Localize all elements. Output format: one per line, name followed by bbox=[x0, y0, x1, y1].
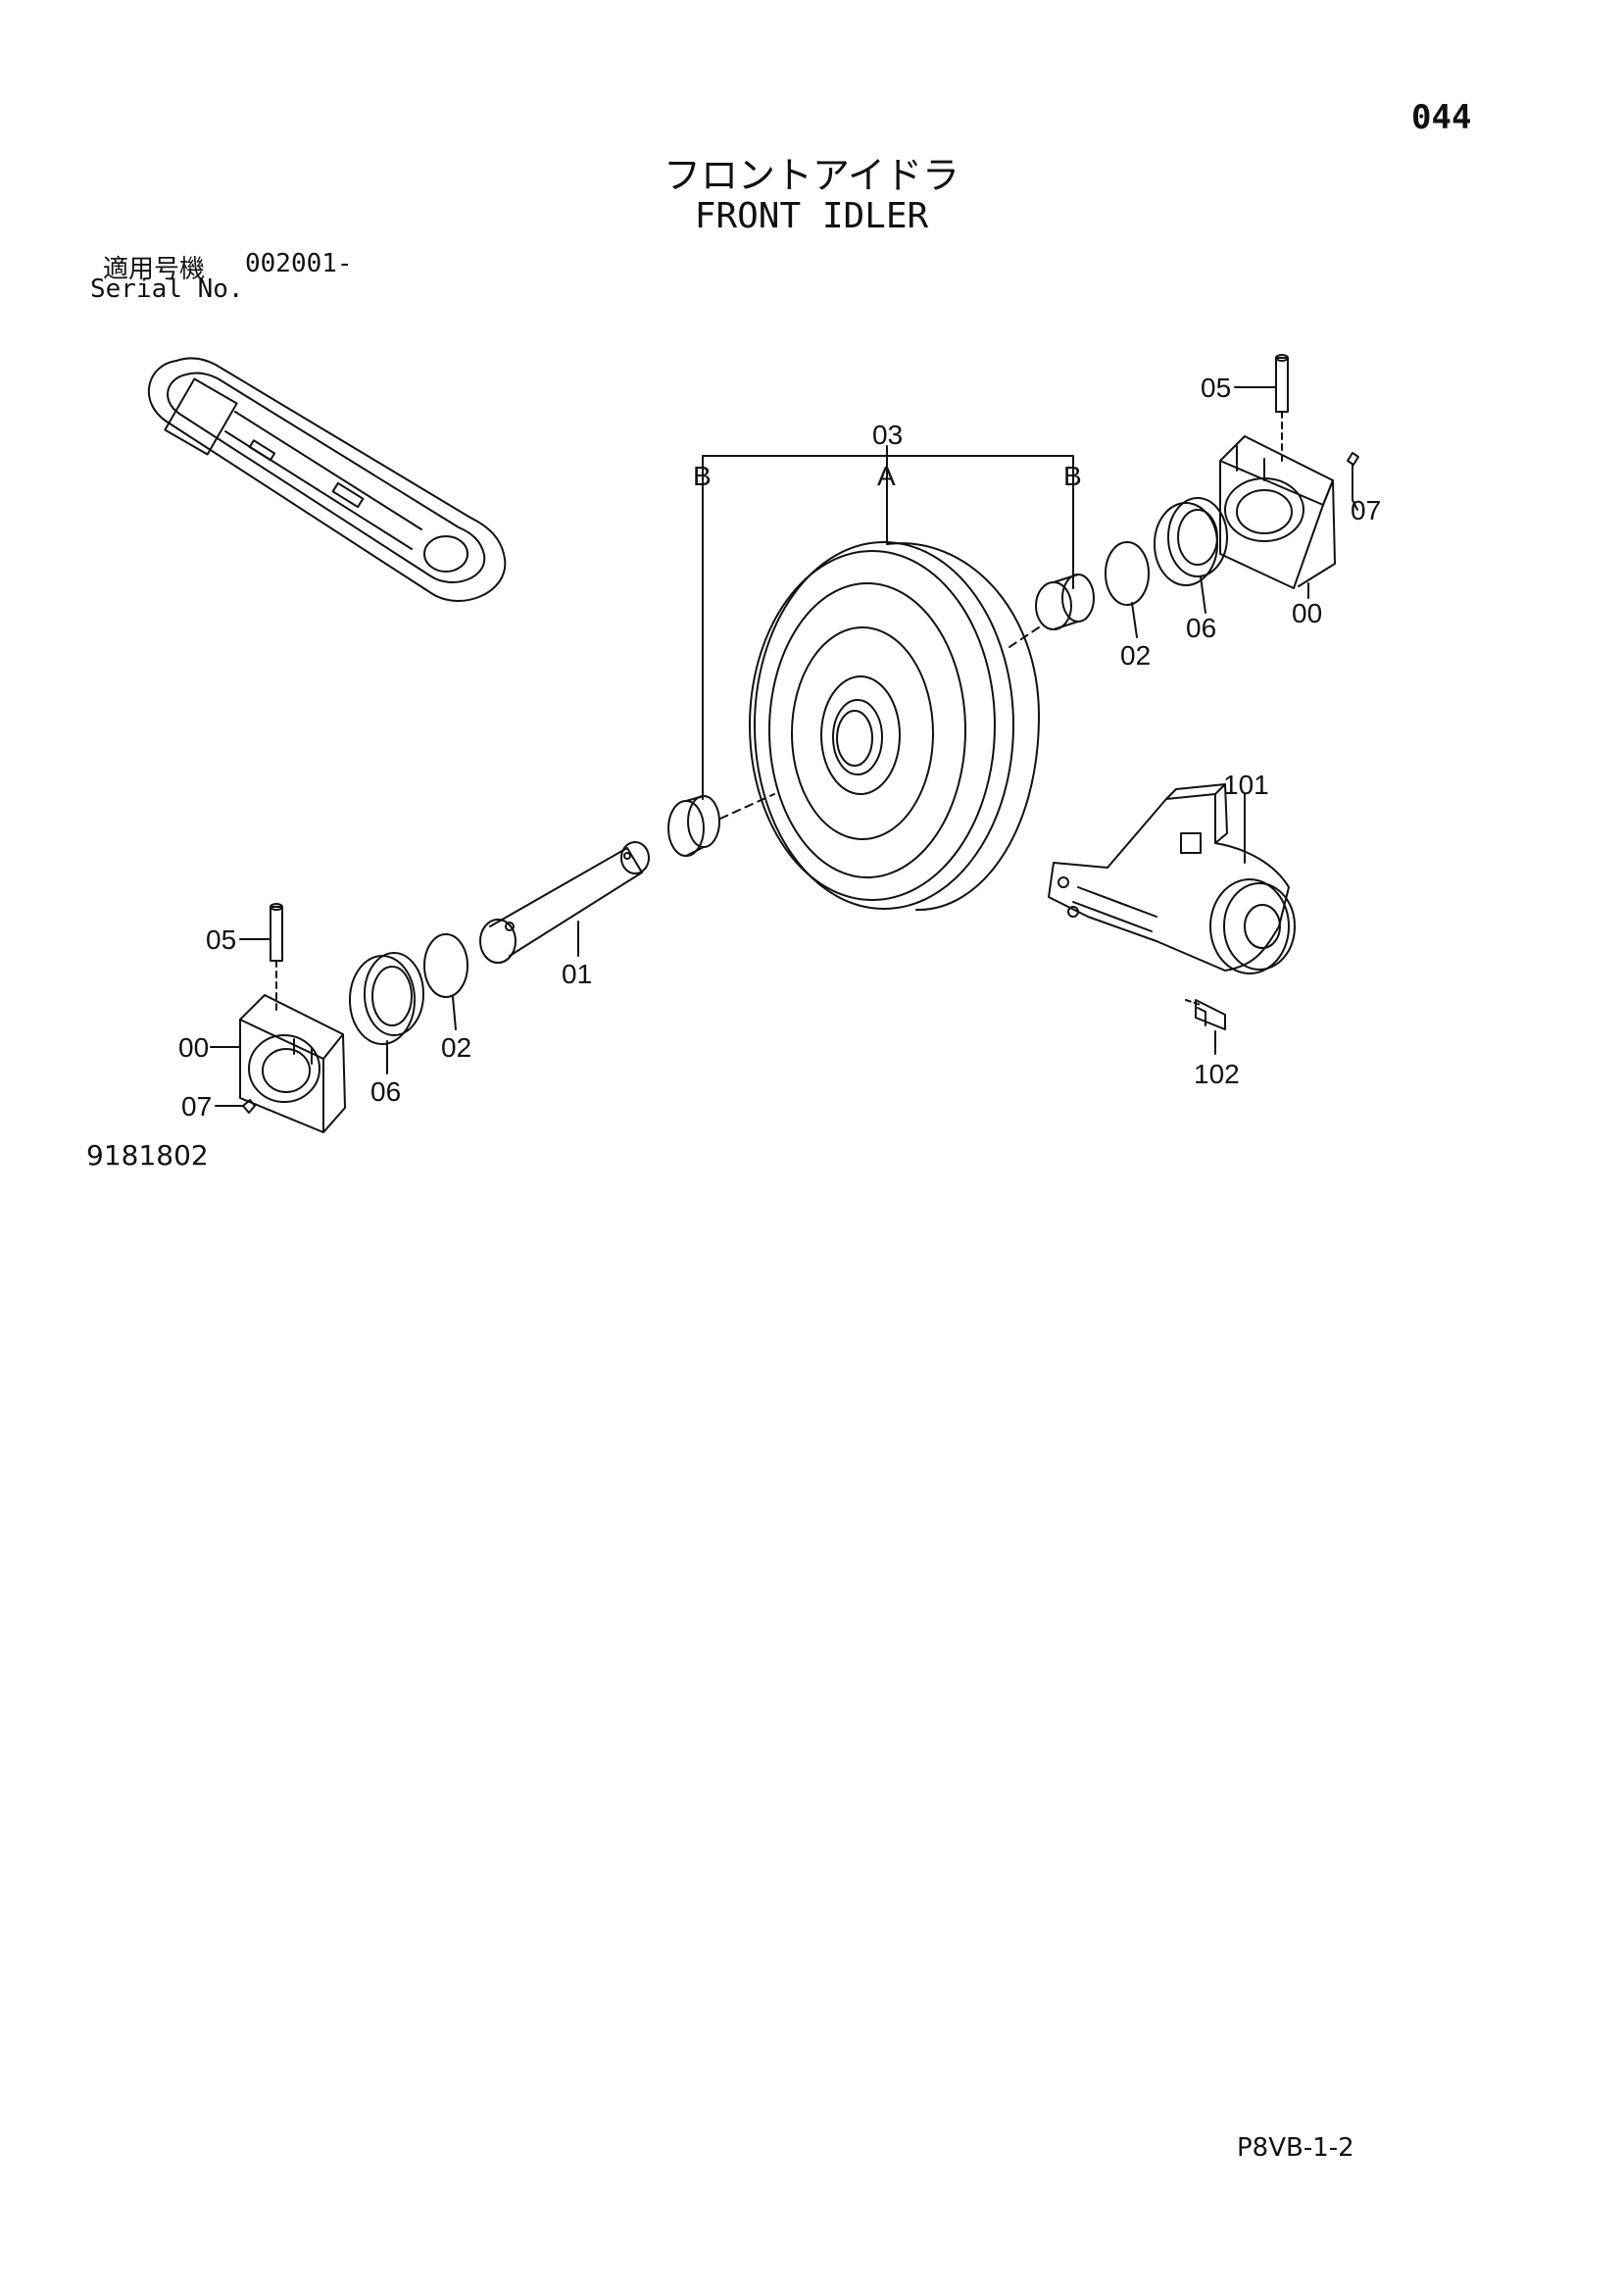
callout-label-101: 101 bbox=[1223, 770, 1269, 800]
callout-label-02-top: 02 bbox=[1120, 640, 1151, 671]
serial-value: 002001- bbox=[245, 249, 353, 278]
seal-left bbox=[349, 952, 424, 1045]
axis-line-left bbox=[719, 793, 775, 820]
o-ring-right bbox=[1105, 541, 1150, 606]
leader-02-bottom bbox=[452, 996, 457, 1030]
bracket-left bbox=[239, 994, 346, 1133]
bushing-right bbox=[1035, 574, 1095, 630]
title-english: FRONT IDLER bbox=[694, 196, 929, 236]
callout-03-bracket bbox=[702, 445, 1074, 491]
yoke-101 bbox=[1048, 783, 1296, 974]
page-number: 044 bbox=[1411, 98, 1472, 137]
bracket-right bbox=[1219, 435, 1336, 589]
bushing-left bbox=[667, 795, 720, 857]
o-ring-left bbox=[423, 933, 468, 998]
seal-right bbox=[1154, 497, 1228, 586]
callout-label-B-right: B bbox=[1063, 461, 1082, 491]
title-japanese: フロントアイドラ bbox=[663, 154, 960, 197]
serial-label-japanese: 適用号機 bbox=[103, 255, 206, 284]
document-code: P8VB-1-2 bbox=[1237, 2133, 1354, 2163]
callout-label-B-left: B bbox=[693, 461, 712, 491]
leader-02-top bbox=[1131, 602, 1138, 638]
track-overview-illustration bbox=[148, 357, 507, 602]
screw-07-top bbox=[1347, 452, 1359, 501]
screw-07-bottom bbox=[242, 1099, 256, 1114]
callout-label-01: 01 bbox=[562, 959, 592, 989]
pin-05-bottom bbox=[270, 903, 283, 1011]
serial-label-english: Serial No. bbox=[90, 275, 244, 304]
leader-07-top bbox=[1352, 499, 1358, 511]
callout-label-A: A bbox=[877, 461, 896, 491]
axis-line-right bbox=[1008, 626, 1040, 648]
callout-label-102: 102 bbox=[1194, 1059, 1240, 1089]
callout-label-05-top: 05 bbox=[1201, 373, 1231, 403]
callout-label-06-bottom: 06 bbox=[370, 1076, 401, 1107]
callout-label-00-top: 00 bbox=[1292, 598, 1322, 628]
callout-label-07-bottom: 07 bbox=[181, 1091, 212, 1122]
callout-label-00-bottom: 00 bbox=[178, 1032, 209, 1063]
callout-label-07-top: 07 bbox=[1351, 495, 1381, 525]
callout-label-05-bottom: 05 bbox=[206, 924, 236, 955]
bolt-102 bbox=[1185, 999, 1226, 1030]
callout-label-06-top: 06 bbox=[1186, 613, 1216, 643]
callout-label-02-bottom: 02 bbox=[441, 1032, 471, 1063]
shaft-01 bbox=[479, 841, 650, 964]
callout-label-03: 03 bbox=[872, 420, 903, 450]
idler-wheel bbox=[749, 541, 1040, 912]
drawing-number: 9181802 bbox=[86, 1139, 209, 1172]
leader-06-top bbox=[1200, 575, 1206, 614]
pin-05-top bbox=[1275, 354, 1289, 462]
